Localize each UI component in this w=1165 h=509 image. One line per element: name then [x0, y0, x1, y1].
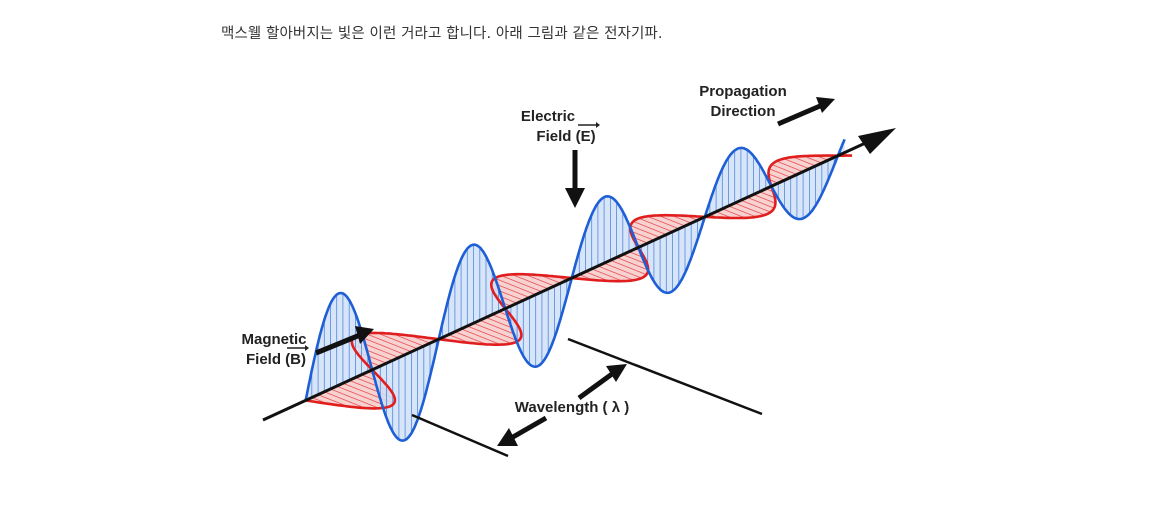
wavelength-line-right: [567, 337, 763, 416]
magnetic-wave-vector-line: [630, 230, 655, 241]
magnetic-wave-vector-line: [769, 168, 791, 178]
magnetic-wave-vector-line: [473, 322, 519, 342]
magnetic-wave-vector-line: [630, 225, 661, 238]
magnetic-wave-vector-line: [747, 197, 775, 209]
magnetic-wave-vector-line: [768, 173, 785, 181]
magnetic-wave-vector-line: [638, 217, 673, 233]
wavelength-arrow-up: [577, 364, 627, 401]
magnetic-wave-vector-line: [524, 273, 555, 287]
magnetic-wave-vector-line: [759, 191, 776, 199]
magnetic-wave-vector-line: [658, 215, 686, 227]
magnetic-wave-vector-line: [317, 394, 348, 407]
magnetic-wave-vector-line: [783, 158, 810, 170]
magnetic-wave-vector-line: [597, 265, 634, 281]
wavelength-label: Wavelength ( λ ): [515, 399, 629, 416]
magnetic-wave-vector-line: [377, 332, 418, 350]
wavelength-line-left: [411, 413, 509, 458]
caption-text: 맥스웰 할아버지는 빛은 이런 거라고 합니다. 아래 그림과 같은 전자기파.: [221, 26, 663, 42]
wave-curves: [304, 138, 853, 442]
magnetic-wave-vector-line: [392, 333, 424, 347]
magnetic-wave-curve: [305, 154, 853, 410]
electric-label-line1: Electric: [521, 108, 575, 125]
propagation-axis: [262, 138, 873, 422]
propagation-label-line1: Propagation: [699, 83, 787, 100]
magnetic-wave-vector-line: [622, 254, 648, 265]
magnetic-wave-vector-line: [792, 156, 816, 167]
magnetic-wave-vector-line: [336, 385, 389, 408]
magnetic-label-line2: Field (B): [246, 351, 306, 368]
propagation-arrow: [777, 97, 835, 127]
magnetic-vector-tip: [305, 345, 309, 351]
magnetic-label-line1: Magnetic: [241, 331, 306, 348]
magnetic-wave-vector-line: [734, 202, 765, 216]
magnetic-wave-vector-line: [647, 215, 679, 230]
magnetic-wave-vector-line: [511, 274, 549, 290]
axis-arrowhead: [858, 128, 896, 154]
electric-wave-curve: [304, 138, 846, 442]
electric-label-line2: Field (E): [536, 128, 595, 145]
magnetic-wave-vector-line: [330, 388, 380, 409]
electric-vector-tip: [596, 122, 600, 128]
magnetic-wave-vector-line: [603, 262, 642, 279]
magnetic-wave-vector-line: [494, 277, 536, 295]
magnetic-wave-vector-line: [633, 221, 667, 235]
magnetic-wave-vector-line: [454, 331, 487, 345]
propagation-label-line2: Direction: [710, 103, 775, 120]
magnetic-wave-vector-line: [324, 391, 366, 409]
wavelength-arrow-down: [497, 415, 548, 446]
magnetic-wave-vector-line: [460, 328, 501, 345]
magnetic-arrow: [315, 326, 374, 356]
magnetic-wave-vector-line: [753, 194, 776, 204]
magnetic-wave-vector-line: [467, 325, 512, 344]
electric-arrow: [565, 150, 585, 208]
magnetic-wave-vector-line: [616, 257, 649, 271]
magnetic-wave-vector-line: [591, 268, 623, 282]
magnetic-wave-vector-line: [728, 205, 757, 218]
magnetic-wave-vector-line: [610, 259, 647, 275]
magnetic-wave-vector-line: [804, 155, 822, 164]
magnetic-wave-vector-line: [364, 333, 412, 353]
magnetic-wave-vector-line: [722, 208, 746, 219]
magnetic-wave-vector-line: [740, 199, 771, 213]
magnetic-wave-vector-line: [771, 164, 798, 175]
magnetic-wave-vector-line: [501, 275, 543, 293]
magnetic-wave-vector-line: [776, 160, 804, 173]
